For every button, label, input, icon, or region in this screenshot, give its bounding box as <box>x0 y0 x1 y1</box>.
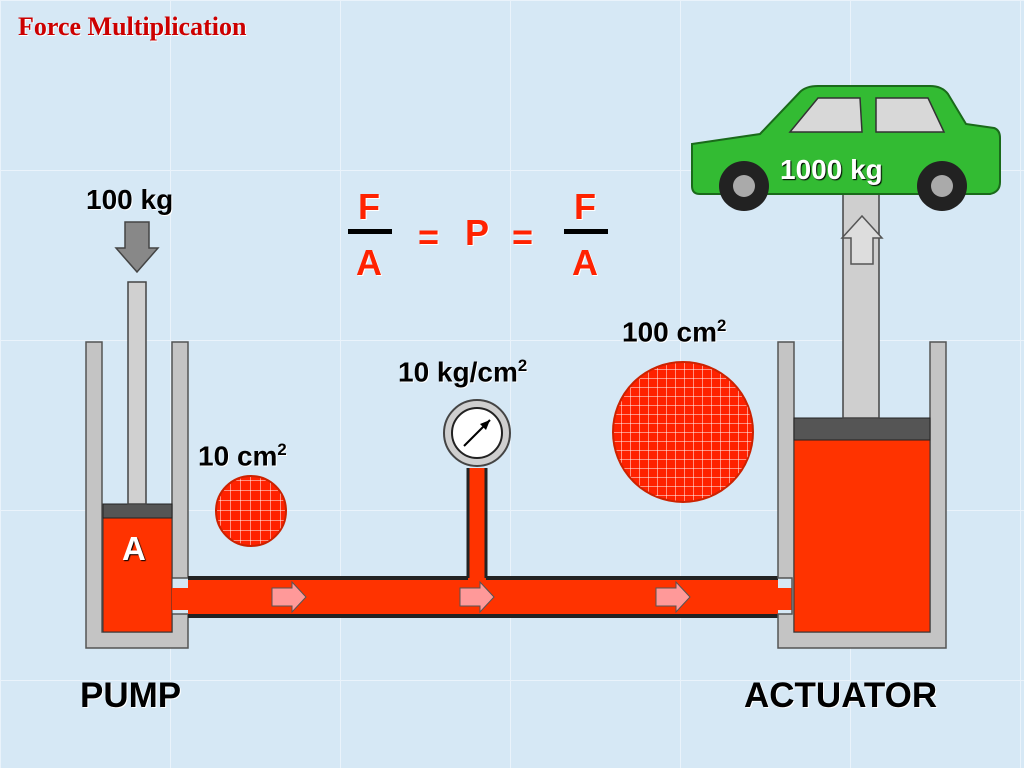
flow-arrow-3-icon <box>655 580 691 614</box>
formula-equals-2: = <box>512 216 534 257</box>
actuator-cylinder <box>777 189 947 649</box>
small-area-circle <box>215 475 287 547</box>
formula-equals-1: = <box>418 216 440 257</box>
pump-area-label: 10 cm2 <box>198 440 287 472</box>
flow-arrow-1-icon <box>271 580 307 614</box>
pump-piston-letter: A <box>122 530 146 567</box>
pump-cylinder <box>85 281 189 649</box>
actuator-weight-label: 1000 kg <box>780 154 883 185</box>
car-icon <box>691 85 1001 211</box>
formula-left-denominator: A <box>356 242 382 283</box>
gauge-value: 10 kg/cm <box>398 356 518 388</box>
flow-arrow-2-icon <box>459 580 495 614</box>
actuator-label: ACTUATOR <box>744 676 938 715</box>
pump-area-value: 10 <box>198 440 230 472</box>
pump-area-unit: cm <box>236 440 278 472</box>
up-arrow-icon <box>840 214 884 265</box>
pressure-gauge <box>443 399 511 467</box>
pump-label: PUMP <box>80 676 182 715</box>
formula-right-denominator: A <box>572 242 598 283</box>
formula-pressure: P <box>465 212 490 253</box>
pump-weight-label: 100 kg <box>86 184 174 215</box>
large-area-circle <box>612 361 754 503</box>
actuator-area-exp: 2 <box>716 316 727 335</box>
formula-left-numerator: F <box>358 186 380 227</box>
down-arrow-icon <box>114 221 160 274</box>
gauge-pressure-label: 10 kg/cm2 <box>398 356 527 388</box>
actuator-area-label: 100 cm2 <box>622 316 726 348</box>
formula-bars <box>348 229 608 234</box>
actuator-area-unit: cm <box>676 316 717 348</box>
actuator-area-value: 100 <box>622 316 669 348</box>
page-title: Force Multiplication <box>18 12 247 41</box>
pump-area-exp: 2 <box>277 440 287 459</box>
gauge-exp: 2 <box>517 356 528 375</box>
formula-right-numerator: F <box>574 186 596 227</box>
